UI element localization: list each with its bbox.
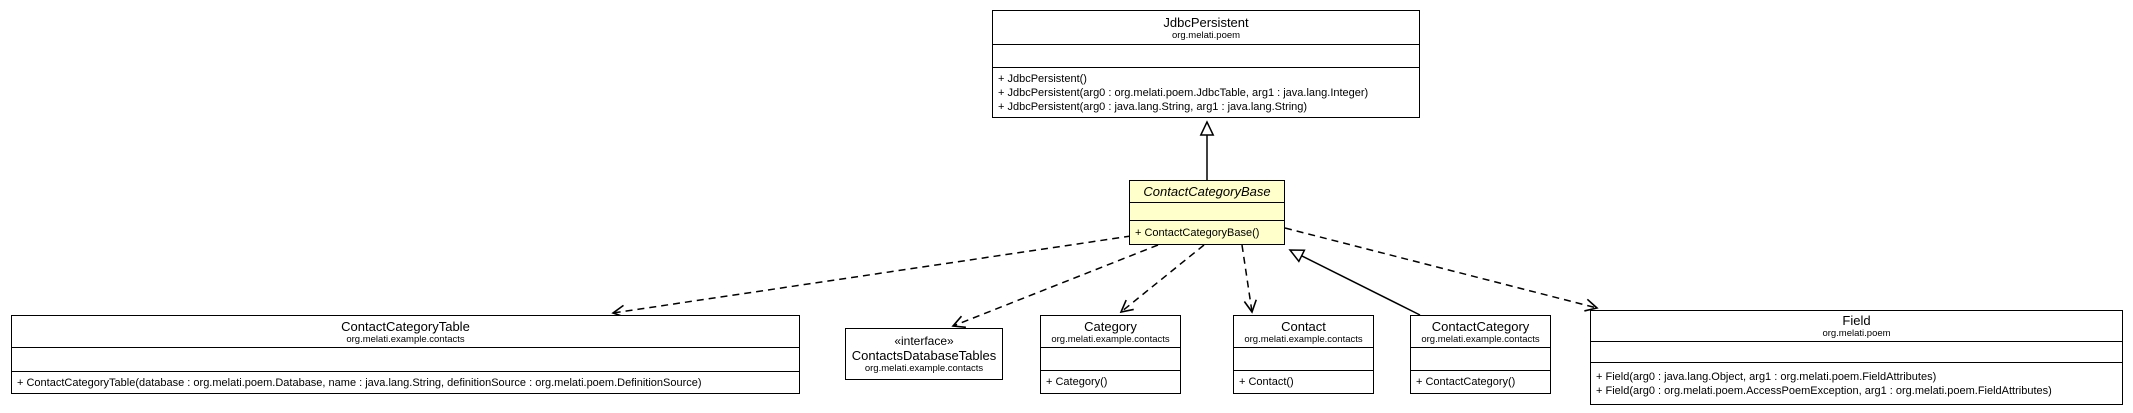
class-box-jdbcpersistent[interactable]: JdbcPersistent org.melati.poem + JdbcPer… bbox=[992, 10, 1420, 118]
class-title-field: Field org.melati.poem bbox=[1591, 311, 2122, 341]
edge-dependency-contactcategorybase-to-contact bbox=[1241, 244, 1252, 312]
class-box-contactcategory[interactable]: ContactCategory org.melati.example.conta… bbox=[1410, 315, 1551, 394]
class-package: org.melati.poem bbox=[1171, 29, 1241, 41]
method-signature: + JdbcPersistent(arg0 : org.melati.poem.… bbox=[998, 86, 1369, 99]
class-title-jdbcpersistent: JdbcPersistent org.melati.poem bbox=[993, 11, 1419, 44]
class-name: JdbcPersistent bbox=[1163, 14, 1249, 30]
method-signature: + Contact() bbox=[1239, 376, 1294, 388]
fields-compartment-empty bbox=[1411, 347, 1550, 370]
class-box-contactcategorytable[interactable]: ContactCategoryTable org.melati.example.… bbox=[11, 315, 800, 394]
edge-dependency-contactcategorybase-to-contactcategorytable bbox=[613, 235, 1132, 313]
methods-compartment: + Field(arg0 : java.lang.Object, arg1 : … bbox=[1591, 362, 2122, 404]
method-signature: + JdbcPersistent() bbox=[998, 72, 1087, 85]
class-package: org.melati.poem bbox=[1822, 328, 1891, 339]
class-name: Contact bbox=[1281, 318, 1326, 334]
class-package: org.melati.example.contacts bbox=[1244, 333, 1363, 345]
class-title-contactcategorytable: ContactCategoryTable org.melati.example.… bbox=[12, 316, 799, 347]
method-signature: + Field(arg0 : org.melati.poem.AccessPoe… bbox=[1596, 384, 2052, 397]
fields-compartment-empty bbox=[1041, 347, 1180, 370]
methods-compartment: + ContactCategoryTable(database : org.me… bbox=[12, 371, 799, 393]
class-box-contact[interactable]: Contact org.melati.example.contacts + Co… bbox=[1233, 315, 1374, 394]
fields-compartment-empty bbox=[1130, 202, 1284, 220]
fields-compartment-empty bbox=[1591, 341, 2122, 362]
class-name: Field bbox=[1842, 313, 1871, 328]
class-title-contact: Contact org.melati.example.contacts bbox=[1234, 316, 1373, 347]
class-box-category[interactable]: Category org.melati.example.contacts + C… bbox=[1040, 315, 1181, 394]
class-stereotype: «interface» bbox=[894, 334, 954, 348]
class-name: Category bbox=[1084, 318, 1137, 334]
class-box-field[interactable]: Field org.melati.poem + Field(arg0 : jav… bbox=[1590, 310, 2123, 405]
method-signature: + Field(arg0 : java.lang.Object, arg1 : … bbox=[1596, 370, 1937, 383]
methods-compartment: + Category() bbox=[1041, 370, 1180, 393]
class-package: org.melati.example.contacts bbox=[864, 363, 984, 374]
edge-dependency-contactcategorybase-to-category bbox=[1121, 244, 1205, 312]
methods-compartment: + JdbcPersistent() + JdbcPersistent(arg0… bbox=[993, 67, 1419, 117]
class-name: ContactCategoryTable bbox=[341, 318, 470, 334]
class-name: ContactCategory bbox=[1431, 318, 1530, 334]
class-title-category: Category org.melati.example.contacts bbox=[1041, 316, 1180, 347]
edge-dependency-contactcategorybase-to-contactsdatabasetables bbox=[953, 244, 1159, 326]
method-signature: + ContactCategoryBase() bbox=[1135, 226, 1260, 239]
class-name: ContactCategoryBase bbox=[1143, 184, 1271, 199]
fields-compartment-empty bbox=[993, 44, 1419, 67]
method-signature: + ContactCategoryTable(database : org.me… bbox=[17, 376, 702, 389]
class-name: ContactsDatabaseTables bbox=[851, 348, 997, 363]
edge-generalization-contactcategory-to-contactcategorybase bbox=[1290, 250, 1421, 316]
class-title-contactcategory: ContactCategory org.melati.example.conta… bbox=[1411, 316, 1550, 347]
class-package: org.melati.example.contacts bbox=[346, 333, 465, 345]
fields-compartment-empty bbox=[1234, 347, 1373, 370]
class-box-contactcategorybase[interactable]: ContactCategoryBase + ContactCategoryBas… bbox=[1129, 180, 1285, 245]
method-signature: + Category() bbox=[1046, 376, 1108, 388]
class-title-contactsdatabasetables: «interface» ContactsDatabaseTables org.m… bbox=[846, 329, 1002, 379]
class-title-contactcategorybase: ContactCategoryBase bbox=[1130, 181, 1284, 202]
methods-compartment: + ContactCategoryBase() bbox=[1130, 220, 1284, 244]
method-signature: + JdbcPersistent(arg0 : java.lang.String… bbox=[998, 100, 1308, 113]
methods-compartment: + Contact() bbox=[1234, 370, 1373, 393]
class-box-contactsdatabasetables[interactable]: «interface» ContactsDatabaseTables org.m… bbox=[845, 328, 1003, 380]
methods-compartment: + ContactCategory() bbox=[1411, 370, 1550, 393]
fields-compartment-empty bbox=[12, 347, 799, 371]
edge-dependency-contactcategorybase-to-field bbox=[1284, 227, 1597, 308]
method-signature: + ContactCategory() bbox=[1416, 376, 1516, 388]
class-package: org.melati.example.contacts bbox=[1051, 333, 1170, 345]
class-package: org.melati.example.contacts bbox=[1421, 333, 1540, 345]
